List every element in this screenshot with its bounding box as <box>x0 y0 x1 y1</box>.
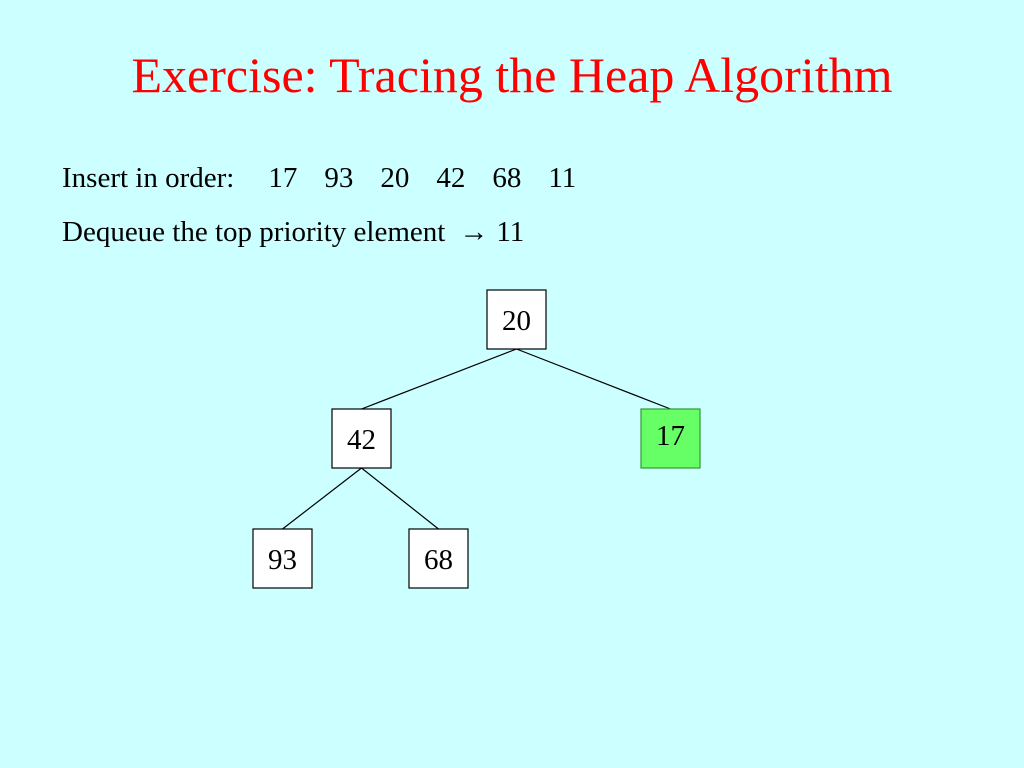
insert-order-label: Insert in order: <box>62 162 235 194</box>
heap-node-root: 20 <box>486 289 547 350</box>
heap-node-right: 17 <box>640 408 701 469</box>
heap-node-value: 17 <box>656 420 685 452</box>
insert-value: 68 <box>492 162 522 194</box>
insert-value: 11 <box>548 162 577 194</box>
heap-node-box <box>408 528 469 589</box>
heap-node-value: 93 <box>268 544 297 576</box>
insert-value: 42 <box>436 162 466 194</box>
heap-node-box <box>252 528 313 589</box>
dequeue-value: 11 <box>496 216 525 248</box>
insert-value: 93 <box>324 162 354 194</box>
heap-node-left: 42 <box>331 408 392 469</box>
heap-node-box <box>486 289 547 350</box>
heap-node-box <box>331 408 392 469</box>
tree-nodes: 20 42 17 93 68 <box>252 289 701 589</box>
tree-edges <box>282 348 671 530</box>
insert-order-line: Insert in order: 17 93 20 42 68 11 <box>62 158 603 198</box>
dequeue-label: Dequeue the top priority element <box>62 216 446 248</box>
insert-value: 17 <box>268 162 298 194</box>
heap-node-value: 68 <box>424 544 453 576</box>
heap-node-value: 20 <box>502 305 531 337</box>
heap-node-box <box>640 408 701 469</box>
heap-node-left-left: 93 <box>252 528 313 589</box>
heap-node-value: 42 <box>347 424 376 456</box>
heap-node-left-right: 68 <box>408 528 469 589</box>
insert-value: 20 <box>380 162 410 194</box>
tree-edge <box>361 348 517 410</box>
right-arrow-icon: → <box>459 216 489 248</box>
slide-title: Exercise: Tracing the Heap Algorithm <box>131 47 893 103</box>
tree-edge <box>282 467 362 530</box>
dequeue-line: Dequeue the top priority element →11 <box>62 212 524 252</box>
tree-edge <box>516 348 671 410</box>
insert-order-values: 17 93 20 42 68 11 <box>268 158 603 198</box>
tree-edge <box>361 467 439 530</box>
